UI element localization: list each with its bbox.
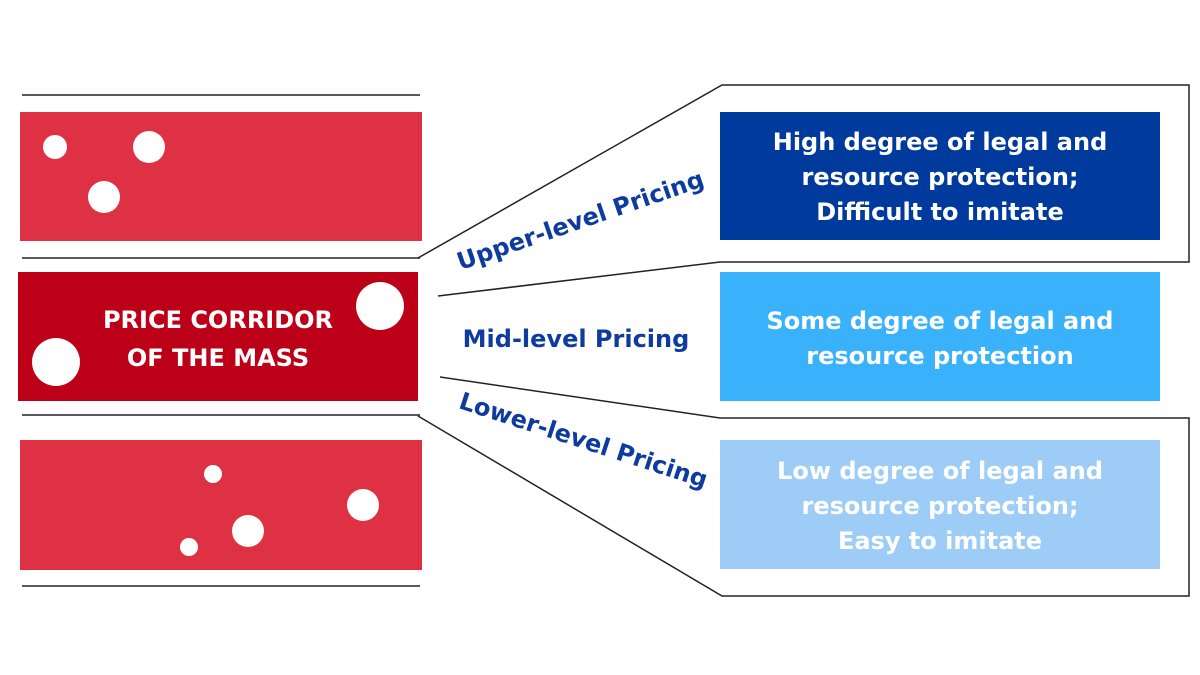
mid-box-line1: Some degree of legal and xyxy=(766,307,1113,335)
connector-upper xyxy=(417,84,1190,297)
bubble xyxy=(204,465,222,483)
bubble xyxy=(356,282,404,330)
mid-protection-box-bg xyxy=(720,272,1160,401)
lower-band xyxy=(20,440,422,570)
lower-level-label: Lower-level Pricing xyxy=(456,387,711,494)
low-protection-box-bg xyxy=(720,440,1160,569)
upper-level-label: Upper-level Pricing xyxy=(453,165,707,276)
connector-lower xyxy=(417,376,1190,597)
corridor-band: PRICE CORRIDOR OF THE MASS xyxy=(18,272,418,401)
mid-level-label: Mid-level Pricing xyxy=(463,325,690,353)
high-box-line2: resource protection; xyxy=(801,163,1078,191)
mid-box-line2: resource protection xyxy=(806,342,1073,370)
corridor-band-bar xyxy=(18,272,418,401)
low-box-line2: resource protection; xyxy=(801,492,1078,520)
bubble xyxy=(232,515,264,547)
low-protection-box: Low degree of legal and resource protect… xyxy=(720,440,1160,569)
high-protection-box: High degree of legal and resource protec… xyxy=(720,112,1160,240)
high-box-line3: Difficult to imitate xyxy=(816,198,1063,226)
low-box-line3: Easy to imitate xyxy=(838,527,1042,555)
upper-band-bar xyxy=(20,112,422,241)
bubble xyxy=(180,538,198,556)
upper-band xyxy=(20,112,422,241)
bubble xyxy=(347,489,379,521)
low-box-line1: Low degree of legal and xyxy=(777,457,1103,485)
bubble xyxy=(133,131,165,163)
mid-protection-box: Some degree of legal and resource protec… xyxy=(720,272,1160,401)
high-protection-box-bg xyxy=(720,112,1160,240)
bubble xyxy=(88,181,120,213)
corridor-label-line1: PRICE CORRIDOR xyxy=(103,306,333,334)
bubble xyxy=(43,135,67,159)
corridor-label-line2: OF THE MASS xyxy=(127,344,309,372)
high-box-line1: High degree of legal and xyxy=(773,128,1108,156)
bubble xyxy=(32,338,80,386)
